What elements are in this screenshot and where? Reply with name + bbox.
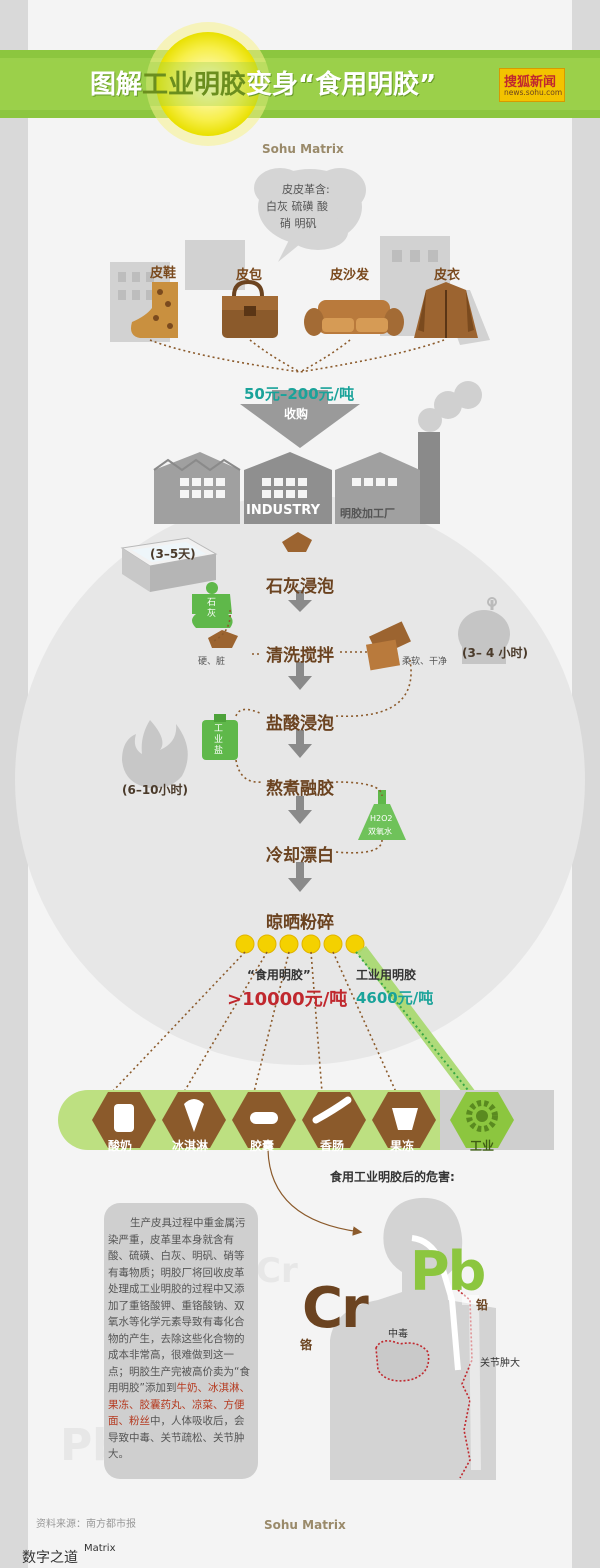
leather-jacket-icon xyxy=(414,282,478,338)
pb-name: 铅 xyxy=(476,1298,489,1312)
logo-url: news.sohu.com xyxy=(504,88,563,97)
leather-bag-icon xyxy=(222,279,278,338)
hide-pieces-icon xyxy=(208,532,312,648)
item-bag-label: 皮包 xyxy=(236,268,263,283)
human-body-icon xyxy=(330,1197,496,1480)
title-part2: 变身 xyxy=(246,70,299,100)
sun-icon xyxy=(146,22,270,146)
note-part1: 生产皮具过程中重金属污染严重，皮革里本身就含有酸、硫磺、白灰、明矾、硝等有毒物质… xyxy=(108,1217,250,1394)
process-arrows xyxy=(288,590,312,892)
lime-days: (3–5天) xyxy=(150,547,196,561)
hours-3-4: (3– 4 小时) xyxy=(462,646,529,660)
salt-bag-icon xyxy=(202,714,238,760)
salt-bag-label: 工业盐 xyxy=(214,724,224,756)
joint-label: 关节肿大 xyxy=(480,1358,520,1369)
note-part2: 牛奶、冰淇淋、果冻、胶囊药丸、凉菜、方便面、粉丝 xyxy=(108,1382,250,1427)
industrial-gelatin-price: 4600元/吨 xyxy=(356,989,434,1007)
h2o2-name: 双氧水 xyxy=(368,827,392,836)
page-title: 图解工业明胶变身“食用明胶” xyxy=(90,64,436,101)
gelatin-balls xyxy=(235,934,365,954)
source-label: 资料来源：南方都市报 xyxy=(36,1519,136,1530)
item-shoe-label: 皮鞋 xyxy=(150,266,177,281)
step-dry: 晾晒粉碎 xyxy=(266,913,334,933)
sohu-news-logo[interactable]: 搜狐新闻 news.sohu.com xyxy=(499,68,565,102)
use-industry: 工业 xyxy=(470,1139,495,1153)
title-part1: 图解 xyxy=(90,70,143,100)
poison-label: 中毒 xyxy=(388,1329,408,1340)
bubble-line2: 白灰 硫磺 酸 xyxy=(266,200,328,213)
brand-top: Sohu Matrix xyxy=(262,142,344,156)
leather-sofa-icon xyxy=(304,300,404,336)
pb-symbol: Pb xyxy=(410,1240,486,1303)
leather-shoe-icon xyxy=(131,282,178,338)
use-yogurt: 酸奶 xyxy=(108,1139,133,1153)
harm-note-text: 生产皮具过程中重金属污染严重，皮革里本身就含有酸、硫磺、白灰、明矾、硝等有毒物质… xyxy=(108,1215,253,1463)
title-highlight: 工业明胶 xyxy=(142,70,247,100)
purchase-arrow xyxy=(240,390,360,448)
step-wash: 清洗搅拌 xyxy=(266,646,334,666)
background-circle xyxy=(15,495,585,1065)
harm-title: 食用工业明胶后的危害: xyxy=(330,1170,455,1184)
step-cool: 冷却漂白 xyxy=(266,846,334,866)
factory-icon xyxy=(153,381,482,524)
purchase-label: 收购 xyxy=(284,407,309,421)
purchase-price: 50元–200元/吨 xyxy=(244,385,355,403)
note-part3: 中，人体吸收后，会导致中毒、关节疏松、关节肿大。 xyxy=(108,1415,245,1460)
soft-clean-label: 柔软、干净 xyxy=(402,657,448,667)
use-capsule: 胶囊 xyxy=(250,1139,275,1153)
logo-name: 搜狐新闻 xyxy=(504,75,557,90)
step-lime: 石灰浸泡 xyxy=(266,577,334,597)
plant-label: 明胶加工厂 xyxy=(340,507,395,520)
footer-brand-en: Matrix xyxy=(84,1543,116,1554)
lime-tank-icon xyxy=(120,537,218,592)
use-sausage: 香肠 xyxy=(320,1139,345,1153)
use-jelly: 果冻 xyxy=(390,1139,415,1153)
item-sofa-label: 皮沙发 xyxy=(330,268,370,283)
harm-note-card xyxy=(104,1203,258,1479)
cr-name: 铬 xyxy=(300,1338,313,1352)
industrial-gelatin-label: 工业用明胶 xyxy=(356,968,417,982)
food-gelatin-label: “食用明胶” xyxy=(247,968,311,982)
h2o2-label: H2O2 xyxy=(370,814,393,823)
footer-brand: Sohu Matrix xyxy=(264,1518,346,1532)
h2o2-flask-icon xyxy=(358,790,406,840)
step-boil: 熬煮融胶 xyxy=(266,779,334,799)
gear-icon xyxy=(466,1100,498,1132)
item-jacket-label: 皮衣 xyxy=(434,268,461,283)
cr-symbol: Cr xyxy=(302,1276,369,1341)
industry-label: INDUSTRY xyxy=(246,503,321,518)
tanning-bubble xyxy=(254,168,366,262)
fire-icon xyxy=(122,720,188,789)
clean-hide-icon xyxy=(365,621,411,671)
bubble-line1: 皮皮革含: xyxy=(282,183,330,196)
footer-brand-cn: 数字之道 xyxy=(22,1550,78,1566)
hard-dirty-label: 硬、脏 xyxy=(198,657,226,667)
food-gelatin-price: >10000元/吨 xyxy=(227,989,348,1010)
use-icecream: 冰淇淋 xyxy=(172,1139,209,1153)
lime-bag-label: 石灰 xyxy=(207,598,217,619)
title-part3: “食用明胶” xyxy=(298,70,437,100)
svg-text:Cr: Cr xyxy=(256,1251,298,1291)
washer-icon xyxy=(458,597,510,664)
step-acid: 盐酸浸泡 xyxy=(266,714,334,734)
bubble-line3: 硝 明矾 xyxy=(280,217,317,230)
lime-bag-icon xyxy=(192,582,233,628)
hours-6-10: (6–10小时) xyxy=(122,783,189,797)
